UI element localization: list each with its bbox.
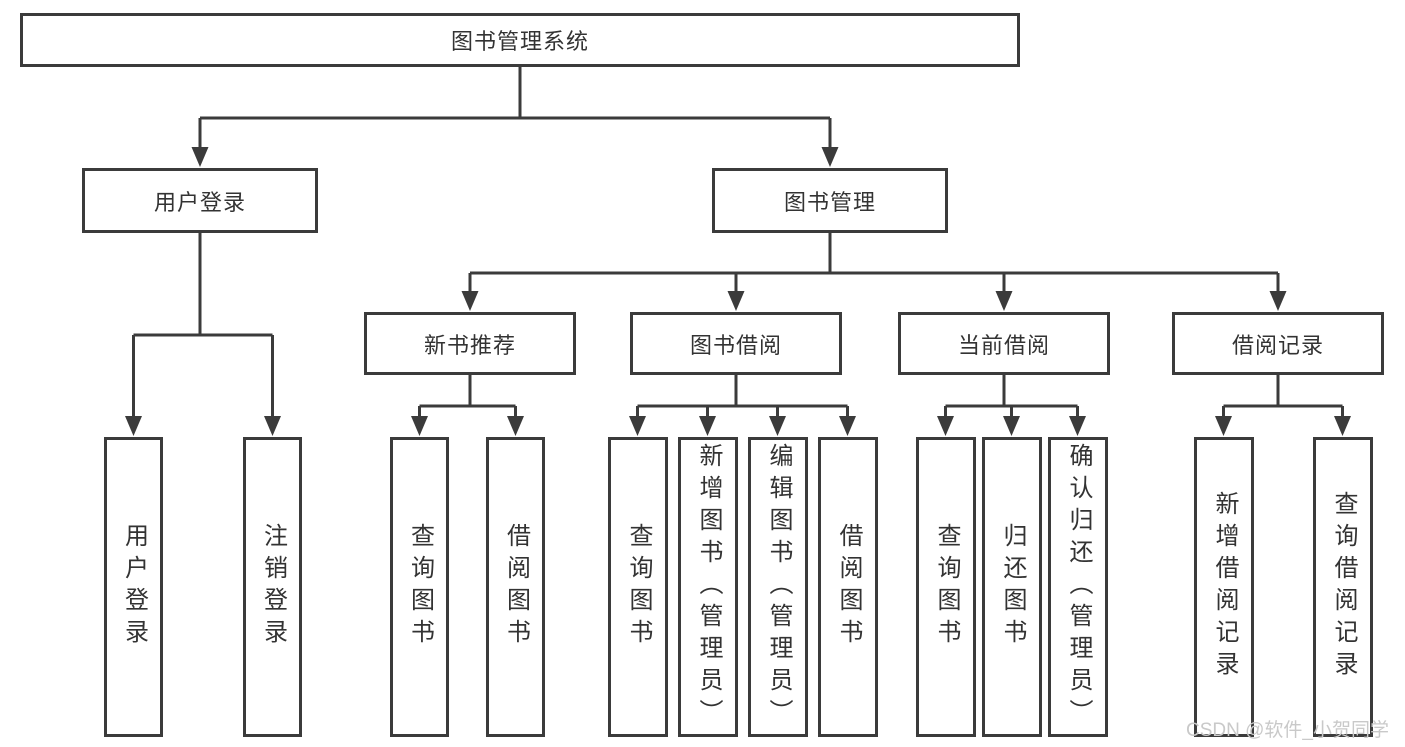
node-query-books-recommend: 查询图书: [390, 437, 449, 737]
arrow-down-icon: [821, 147, 839, 167]
node-label: 借阅图书: [835, 523, 862, 651]
node-label: 确认归还（管理员）: [1065, 443, 1092, 731]
node-add-books-admin: 新增图书（管理员）: [678, 437, 738, 737]
node-current-borrow: 当前借阅: [898, 312, 1110, 375]
arrow-down-icon: [411, 416, 428, 436]
arrow-down-icon: [769, 416, 786, 436]
node-query-borrow-record: 查询借阅记录: [1313, 437, 1373, 737]
connector-lines: [132, 67, 1344, 418]
arrow-down-icon: [1334, 416, 1351, 436]
node-label: 归还图书: [999, 523, 1026, 651]
node-user-login-leaf: 用户登录: [104, 437, 163, 737]
node-add-borrow-record: 新增借阅记录: [1194, 437, 1254, 737]
node-label: 新增图书（管理员）: [695, 443, 722, 731]
arrow-down-icon: [937, 416, 954, 436]
node-book-management-branch: 图书管理: [712, 168, 948, 233]
arrow-down-icon: [727, 291, 745, 311]
arrowheads: [125, 147, 1351, 436]
node-confirm-return-admin: 确认归还（管理员）: [1048, 437, 1108, 737]
arrow-down-icon: [839, 416, 856, 436]
node-label: 注销登录: [259, 523, 287, 651]
node-new-book-recommend: 新书推荐: [364, 312, 576, 375]
node-label: 新增借阅记录: [1211, 491, 1238, 683]
node-label: 查询借阅记录: [1330, 491, 1357, 683]
arrow-down-icon: [699, 416, 716, 436]
node-query-books-borrow: 查询图书: [608, 437, 668, 737]
node-borrow-records: 借阅记录: [1172, 312, 1384, 375]
arrow-down-icon: [1003, 416, 1020, 436]
arrow-down-icon: [264, 416, 281, 436]
node-user-login-branch: 用户登录: [82, 168, 318, 233]
node-library-management-system: 图书管理系统: [20, 13, 1020, 67]
arrow-down-icon: [1215, 416, 1232, 436]
arrow-down-icon: [461, 291, 479, 311]
csdn-watermark: CSDN @软件_小贺同学: [1186, 720, 1389, 741]
arrow-down-icon: [1269, 291, 1287, 311]
node-edit-books-admin: 编辑图书（管理员）: [748, 437, 808, 737]
arrow-down-icon: [507, 416, 524, 436]
node-label: 查询图书: [625, 523, 652, 651]
node-return-books: 归还图书: [982, 437, 1042, 737]
node-borrow-books-recommend: 借阅图书: [486, 437, 545, 737]
node-logout-leaf: 注销登录: [243, 437, 302, 737]
node-label: 查询图书: [406, 523, 434, 651]
node-label: 借阅图书: [502, 523, 530, 651]
node-book-borrow: 图书借阅: [630, 312, 842, 375]
node-label: 编辑图书（管理员）: [765, 443, 792, 731]
arrow-down-icon: [1069, 416, 1086, 436]
node-query-books-current: 查询图书: [916, 437, 976, 737]
arrow-down-icon: [629, 416, 646, 436]
node-label: 用户登录: [120, 523, 148, 651]
node-label: 查询图书: [933, 523, 960, 651]
arrow-down-icon: [995, 291, 1013, 311]
arrow-down-icon: [191, 147, 209, 167]
arrow-down-icon: [125, 416, 142, 436]
node-borrow-books-leaf: 借阅图书: [818, 437, 878, 737]
